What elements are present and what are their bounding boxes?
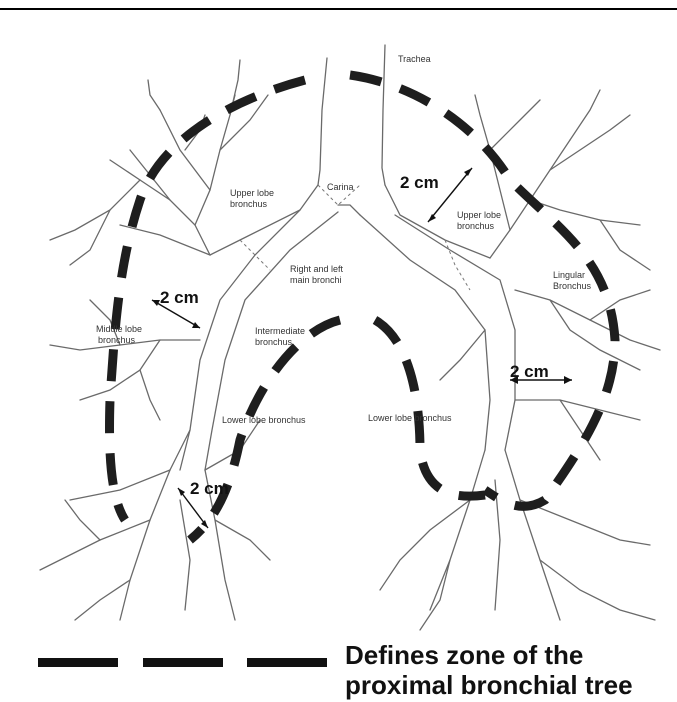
measure-label-middle-lobe: 2 cm (160, 288, 199, 307)
measurement-arrows (152, 168, 572, 528)
label-left-upper-lobe-2: bronchus (457, 221, 495, 231)
label-trachea: Trachea (398, 54, 431, 64)
label-right-lower-lobe: Lower lobe bronchus (222, 415, 306, 425)
label-left-upper-lobe: Upper lobe (457, 210, 501, 220)
label-middle-lobe-2: bronchus (98, 335, 136, 345)
label-carina: Carina (327, 182, 354, 192)
label-lingular: Lingular (553, 270, 585, 280)
legend-dash-2 (143, 658, 223, 667)
measure-label-left-lower: 2 cm (510, 362, 549, 381)
arrow-heads (152, 168, 572, 528)
measure-label-right-lower: 2 cm (190, 479, 229, 498)
legend-text-line-2: proximal bronchial tree (345, 670, 633, 700)
label-left-lower-lobe: Lower lobe bronchus (368, 413, 452, 423)
label-middle-lobe: Middle lobe (96, 324, 142, 334)
proximal-zone-boundary (110, 75, 615, 540)
label-main-bronchi-2: main bronchi (290, 275, 342, 285)
legend-dash-1 (38, 658, 118, 667)
label-right-upper-lobe: Upper lobe (230, 188, 274, 198)
measure-label-left-upper: 2 cm (400, 173, 439, 192)
label-lingular-2: Bronchus (553, 281, 592, 291)
dashed-segment-lines (240, 185, 470, 290)
label-intermediate-2: bronchus (255, 337, 293, 347)
label-right-upper-lobe-2: bronchus (230, 199, 268, 209)
legend-dash-3 (247, 658, 327, 667)
label-intermediate: Intermediate (255, 326, 305, 336)
label-main-bronchi: Right and left (290, 264, 344, 274)
legend-text-line-1: Defines zone of the (345, 640, 583, 670)
